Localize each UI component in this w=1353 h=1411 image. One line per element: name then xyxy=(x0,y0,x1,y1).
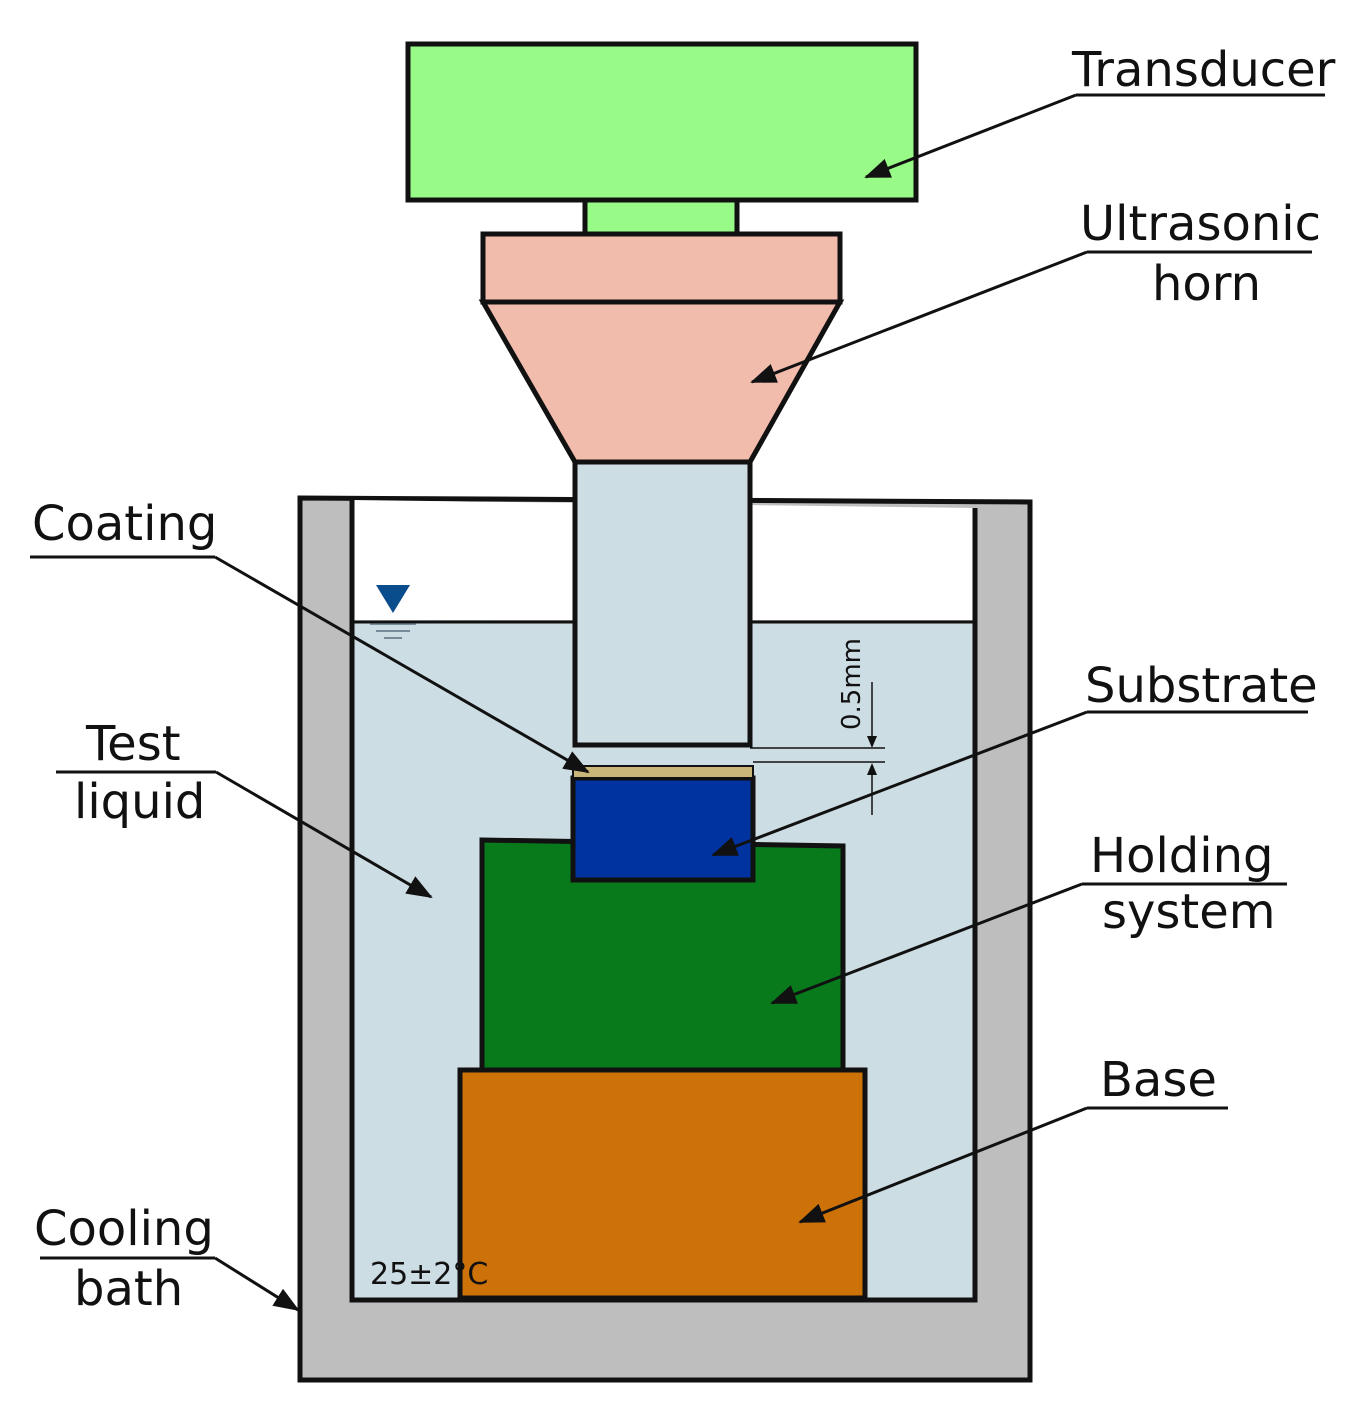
leader-base xyxy=(798,1106,1088,1224)
transducer-block xyxy=(405,41,919,203)
leader-test-liquid xyxy=(215,770,433,899)
label-cooling-bath-1: Cooling xyxy=(34,1201,214,1257)
leader-holding-system xyxy=(770,882,1083,1005)
label-base: Base xyxy=(1100,1052,1217,1108)
label-transducer: Transducer xyxy=(1071,42,1336,98)
leader-cooling-bath xyxy=(214,1256,300,1312)
label-test-liquid-1: Test xyxy=(85,716,181,772)
substrate-block xyxy=(570,775,756,883)
transducer-connector xyxy=(582,197,740,237)
water-level-marker-icon xyxy=(370,585,416,639)
base-block xyxy=(457,1067,868,1301)
label-ultrasonic-horn-2: horn xyxy=(1152,256,1261,312)
gap-dimension: 0.5mm xyxy=(750,638,885,815)
label-coating: Coating xyxy=(32,496,217,552)
label-ultrasonic-horn-1: Ultrasonic xyxy=(1080,196,1321,252)
label-holding-system-1: Holding xyxy=(1090,828,1274,884)
horn-flange xyxy=(480,231,843,305)
horn-cone xyxy=(478,299,845,465)
label-holding-system-2: system xyxy=(1102,884,1276,940)
horn-tip xyxy=(572,459,753,748)
leader-transducer xyxy=(864,93,1077,179)
label-substrate: Substrate xyxy=(1085,658,1318,714)
coating-layer xyxy=(572,765,754,779)
label-cooling-bath-2: bath xyxy=(74,1261,183,1317)
label-test-liquid-2: liquid xyxy=(74,774,205,830)
leader-coating xyxy=(214,555,590,774)
gap-label: 0.5mm xyxy=(837,638,867,730)
leader-ultrasonic-horn xyxy=(750,250,1088,384)
leader-substrate xyxy=(711,710,1088,857)
temperature-label: 25±2°C xyxy=(370,1257,488,1292)
